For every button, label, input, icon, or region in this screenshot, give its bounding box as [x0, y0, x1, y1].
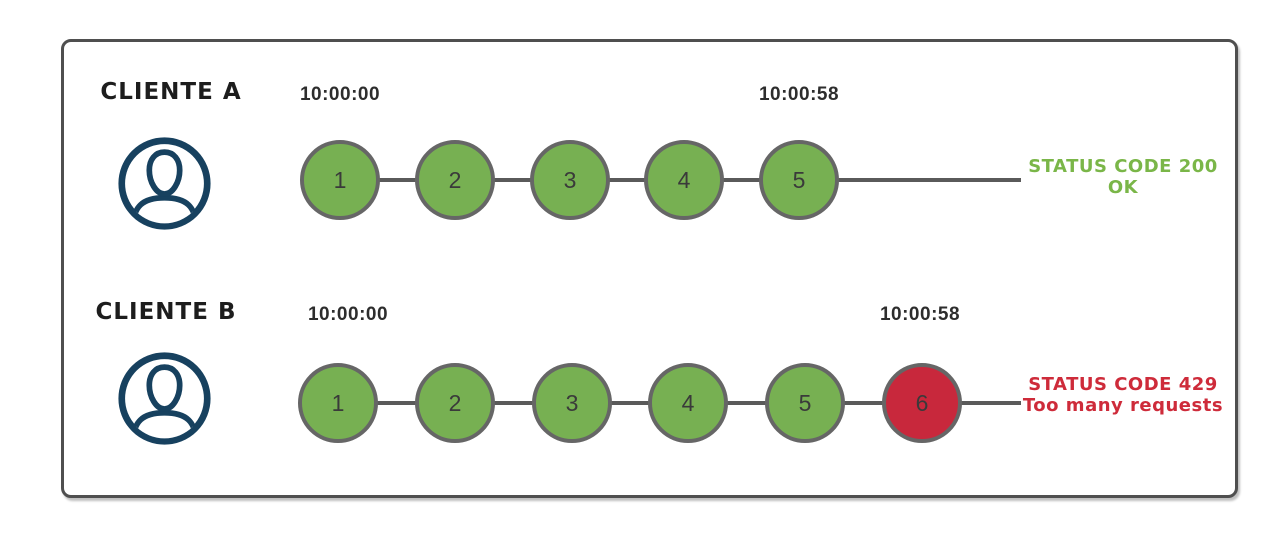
end-time-label: 10:00:58 [879, 304, 961, 325]
status-code-text: STATUS CODE 429 [1028, 374, 1218, 395]
client-b-name-label: CLIENTE B [95, 299, 237, 325]
status-code-label: STATUS CODE 200 OK [1018, 156, 1228, 198]
start-time-label: 10:00:00 [307, 304, 389, 325]
status-message-text: OK [1107, 177, 1139, 198]
start-time-label: 10:00:00 [299, 84, 381, 105]
status-code-label: STATUS CODE 429 Too many requests [1018, 374, 1228, 416]
client-a-name-label: CLIENTE A [100, 79, 242, 105]
request-circle: 2 [415, 363, 495, 443]
request-circle: 1 [300, 140, 380, 220]
status-message-text: Too many requests [1022, 395, 1224, 416]
request-circle: 2 [415, 140, 495, 220]
request-circle: 1 [298, 363, 378, 443]
diagram-frame [61, 39, 1238, 498]
request-circle: 4 [648, 363, 728, 443]
status-code-text: STATUS CODE 200 [1028, 156, 1218, 177]
request-circle: 5 [765, 363, 845, 443]
request-circle: 3 [530, 140, 610, 220]
end-time-label: 10:00:58 [758, 84, 840, 105]
request-circle: 4 [644, 140, 724, 220]
user-avatar-icon [118, 352, 211, 445]
request-circle: 5 [759, 140, 839, 220]
request-circle: 6 [882, 363, 962, 443]
user-avatar-icon [118, 137, 211, 230]
request-circle: 3 [532, 363, 612, 443]
